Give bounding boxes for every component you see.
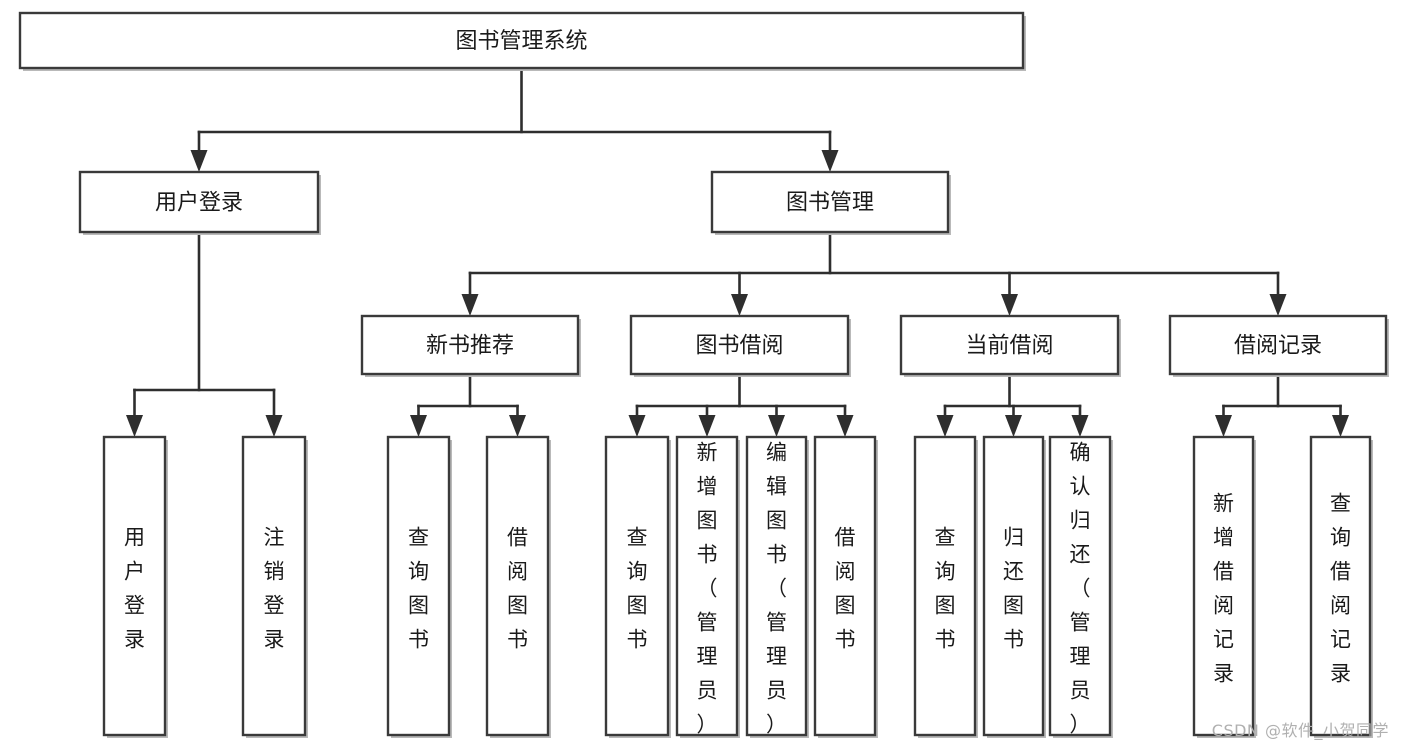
node-leaf-current-confirm-return[interactable]: 确认归还（管理员） [1048,435,1113,738]
node-label: 用户登录 [155,191,243,216]
node-label: 查询图书 [935,526,956,652]
node-leaf-borrow-borrow-book[interactable]: 借阅图书 [813,435,878,738]
node-borrow-record[interactable]: 借阅记录 [1168,314,1389,377]
node-leaf-record-query[interactable]: 查询借阅记录 [1309,435,1373,738]
node-leaf-current-return-book[interactable]: 归还图书 [982,435,1046,738]
node-book-borrow[interactable]: 图书借阅 [629,314,851,377]
node-leaf-current-query-book[interactable]: 查询图书 [913,435,978,738]
node-label: 新书推荐 [426,334,514,359]
node-label: 借阅图书 [507,526,528,652]
node-label: 确认归还（管理员） [1070,441,1091,737]
node-label: 当前借阅 [965,334,1053,359]
node-leaf-record-add[interactable]: 新增借阅记录 [1192,435,1256,738]
node-box[interactable] [913,435,977,737]
node-label: 图书管理系统 [455,29,587,54]
connector-root-to-level2 [190,66,839,172]
node-box[interactable] [1309,435,1372,737]
node-box[interactable] [18,11,1025,70]
node-box[interactable] [982,435,1045,737]
node-leaf-user-login[interactable]: 用户登录 [102,435,168,738]
node-box[interactable] [813,435,877,737]
node-root[interactable]: 图书管理系统 [18,11,1026,71]
node-label: 图书借阅 [695,334,783,359]
node-label: 新增图书（管理员） [697,441,718,737]
connector-current-borrow-to-leaves [936,372,1089,437]
node-leaf-borrow-add-book[interactable]: 新增图书（管理员） [675,435,740,738]
connector-borrow-record-to-leaves [1215,372,1349,437]
node-label: 用户登录 [124,526,145,652]
node-leaf-borrow-query-book[interactable]: 查询图书 [604,435,671,738]
node-box[interactable] [710,170,950,234]
node-box[interactable] [360,314,580,376]
node-box[interactable] [485,435,550,737]
node-box[interactable] [899,314,1120,376]
node-label: 归还图书 [1003,526,1024,652]
node-book-manage[interactable]: 图书管理 [710,170,951,235]
connector-new-book-rec-to-leaves [410,372,526,437]
node-leaf-rec-query-book[interactable]: 查询图书 [386,435,452,738]
node-box[interactable] [78,170,320,234]
node-box[interactable] [241,435,307,737]
node-label: 图书管理 [786,191,874,216]
node-box[interactable] [675,435,739,737]
node-label: 注销登录 [264,526,285,652]
node-label: 借阅图书 [835,526,856,652]
connector-book-manage-to-level3 [461,230,1287,316]
node-label: 借阅记录 [1234,334,1322,359]
node-leaf-rec-borrow-book[interactable]: 借阅图书 [485,435,551,738]
node-layer: 图书管理系统用户登录图书管理新书推荐图书借阅当前借阅借阅记录用户登录注销登录查询… [18,11,1389,738]
node-box[interactable] [386,435,451,737]
node-current-borrow[interactable]: 当前借阅 [899,314,1121,377]
node-label: 查询借阅记录 [1330,492,1351,686]
node-box[interactable] [102,435,167,737]
node-box[interactable] [629,314,850,376]
node-label: 查询图书 [408,526,429,652]
node-box[interactable] [745,435,808,737]
node-new-book-rec[interactable]: 新书推荐 [360,314,581,377]
node-box[interactable] [604,435,670,737]
node-leaf-borrow-edit-book[interactable]: 编辑图书（管理员） [745,435,809,738]
node-label: 新增借阅记录 [1213,492,1234,686]
node-box[interactable] [1048,435,1112,737]
node-label: 查询图书 [627,526,648,652]
node-box[interactable] [1168,314,1388,376]
node-leaf-user-logout[interactable]: 注销登录 [241,435,308,738]
node-box[interactable] [1192,435,1255,737]
connector-user-login-to-leaves [126,230,283,437]
node-label: 编辑图书（管理员） [766,441,787,737]
connector-book-borrow-to-leaves [628,372,854,437]
node-user-login[interactable]: 用户登录 [78,170,321,235]
connector-layer [126,66,1349,437]
